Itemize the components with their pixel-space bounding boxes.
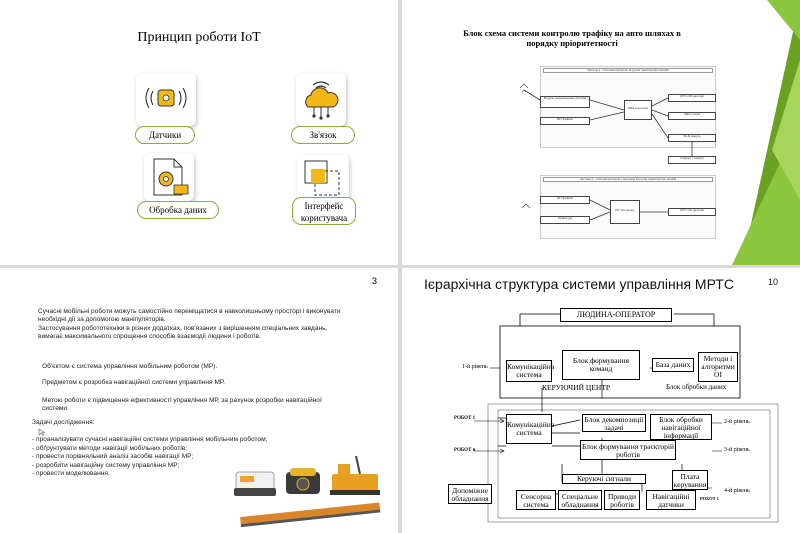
goal-line: Метою роботи є підвищення ефективності у… <box>42 397 322 404</box>
part2-input-rf: RF Приймач <box>540 196 590 204</box>
part2-input-keyboard: Клавіатура <box>540 216 590 224</box>
robot1-label: РОБОТ 1 <box>454 416 476 421</box>
slide4-title: Ієрархічна структура системи управління … <box>424 276 734 292</box>
robot1-small-label: РОБОТ 1 <box>700 496 720 501</box>
label-data-processing: Обробка даних <box>137 201 219 219</box>
methods-box: Методи і алгоритми ОІ <box>698 352 738 382</box>
special-equipment-box: Спеціальне обладнання <box>558 490 602 510</box>
slide-iot-principle[interactable]: Принцип роботи IoT Датчики Зв'язок Оброб… <box>0 0 398 265</box>
mobile-robots-image <box>234 455 381 528</box>
nav-sensors-box: Навігаційні датчики <box>646 490 696 510</box>
intro-line: Сучасні мобільні роботи можуть самостійн… <box>38 308 341 315</box>
decomposition-box: Блок декомпозиції задачі <box>582 414 646 432</box>
part1-output-lcd: 16*2 LCD дисплей <box>668 94 716 102</box>
nav-info-box: Блок обробки навігаційної інформації <box>650 414 712 440</box>
tasks-list: - проаналізувати сучасні навігаційні сис… <box>32 436 362 479</box>
part2-connectors <box>521 199 668 221</box>
cursor-icon <box>38 428 46 436</box>
intro-line: необхідні дії за допомогою маніпуляторів… <box>38 316 166 324</box>
tasks-title: Задачі дослідження: <box>32 419 95 426</box>
sensor-system-box: Сенсорна система <box>516 490 556 510</box>
robotn-label: РОБОТ n <box>454 448 476 453</box>
aux-equipment-box: Допоміжне обладнання <box>448 484 492 504</box>
part2-output-lcd: 16*2 LCD дисплей <box>668 208 716 216</box>
part2-header: Частина 2 – Система контролю і контролю … <box>543 177 713 182</box>
slide-research-intro[interactable]: 3 Сучасні мобільні роботи можуть самості… <box>0 268 398 533</box>
task-item: - розробити навігаційну систему управлін… <box>32 461 180 469</box>
label-user-interface: Інтерфейс користувача <box>292 197 356 225</box>
hierarchy-connectors <box>487 313 779 523</box>
goal-line: системи. <box>42 405 69 413</box>
cloud-wifi-icon <box>305 81 339 120</box>
interface-card <box>297 155 349 203</box>
part1-connectors <box>519 83 693 156</box>
data-processing-icon <box>153 158 189 196</box>
label-sensors: Датчики <box>135 126 195 144</box>
sensor-card <box>136 73 196 126</box>
research-goal: Метою роботи є підвищення ефективності у… <box>42 397 382 414</box>
operator-box: ЛЮДИНА-ОПЕРАТОР <box>560 308 672 322</box>
intro-paragraph: Сучасні мобільні роботи можуть самостійн… <box>38 308 388 341</box>
part2-pic-controller: PIC Контролер <box>610 200 640 224</box>
task-item: - обґрунтувати методи навігації мобільни… <box>32 444 188 452</box>
part1-output-wifi: Wi-Fi модуль <box>668 134 716 142</box>
trajectory-box: Блок формування траєкторій роботів <box>580 440 676 460</box>
label-connection: Зв'язок <box>291 126 355 144</box>
intro-line: Застосування робототехніки в різних дода… <box>38 324 328 332</box>
level2-label: 2-й рівень <box>724 419 750 425</box>
slide3-page-number: 3 <box>372 276 378 286</box>
data-processing-label: Блок обробки даних <box>666 383 727 391</box>
level3-label: 3-й рівень <box>724 447 750 453</box>
slide-traffic-control[interactable]: Блок схема системи контролю трафіку на а… <box>402 0 800 265</box>
control-board-box: Плата керування <box>672 470 708 490</box>
database-box: База даних <box>652 358 694 372</box>
comm-system2-box: Комунікаційна система <box>506 414 554 444</box>
research-subject: Предметом є розробка навігаційної систем… <box>42 379 225 386</box>
control-signals-box: Керуючі сигнали <box>562 474 646 484</box>
touch-interface-icon <box>304 160 340 196</box>
processing-card <box>144 153 194 201</box>
task-item: - провести порівняльний аналіз засобів н… <box>32 453 194 461</box>
task-item: - проаналізувати сучасні навігаційні сис… <box>32 436 268 443</box>
part1-input-rf: RF Приймач <box>540 117 590 125</box>
command-block-box: Блок формування команд <box>562 350 640 380</box>
slide1-title: Принцип роботи IoT <box>137 30 261 45</box>
part1-header: Частина 1 – Система контролю за рухом тр… <box>543 68 713 73</box>
research-object: Об'єктом є система управління мобільним … <box>42 363 218 370</box>
level4-label: 4-й рівень <box>724 488 750 494</box>
decorative-triangles <box>732 0 800 265</box>
part1-arm-controller: ARM контролер <box>624 100 652 120</box>
part1-input-ultrasonic: Модуль ультразвукових датчиків <box>540 96 590 108</box>
robot-arrows <box>474 418 505 454</box>
comm-system-box: Комунікаційна система <box>506 360 554 382</box>
sensor-icon <box>145 87 187 109</box>
robot-drives-box: Приводи роботів <box>604 490 640 510</box>
part1-output-led: LED's схема <box>668 112 716 120</box>
control-center-label: КЕРУЮЧИЙ ЦЕНТР <box>542 383 611 392</box>
intro-line: вимагає максимального спрощення способів… <box>38 332 261 340</box>
slide2-title: Блок схема системи контролю трафіку на а… <box>463 28 681 48</box>
connection-card <box>296 73 346 126</box>
diagram-part2: Частина 2 – Система контролю і контролю … <box>540 175 716 239</box>
slide4-page-number: 10 <box>768 277 779 287</box>
part1-cloud: Інтернет ( сервер) <box>668 156 716 164</box>
slide-hierarchy[interactable]: Ієрархічна структура системи управління … <box>402 268 800 533</box>
level1-label: 1-й рівень <box>462 364 488 370</box>
task-item: - провести моделювання. <box>32 470 110 478</box>
